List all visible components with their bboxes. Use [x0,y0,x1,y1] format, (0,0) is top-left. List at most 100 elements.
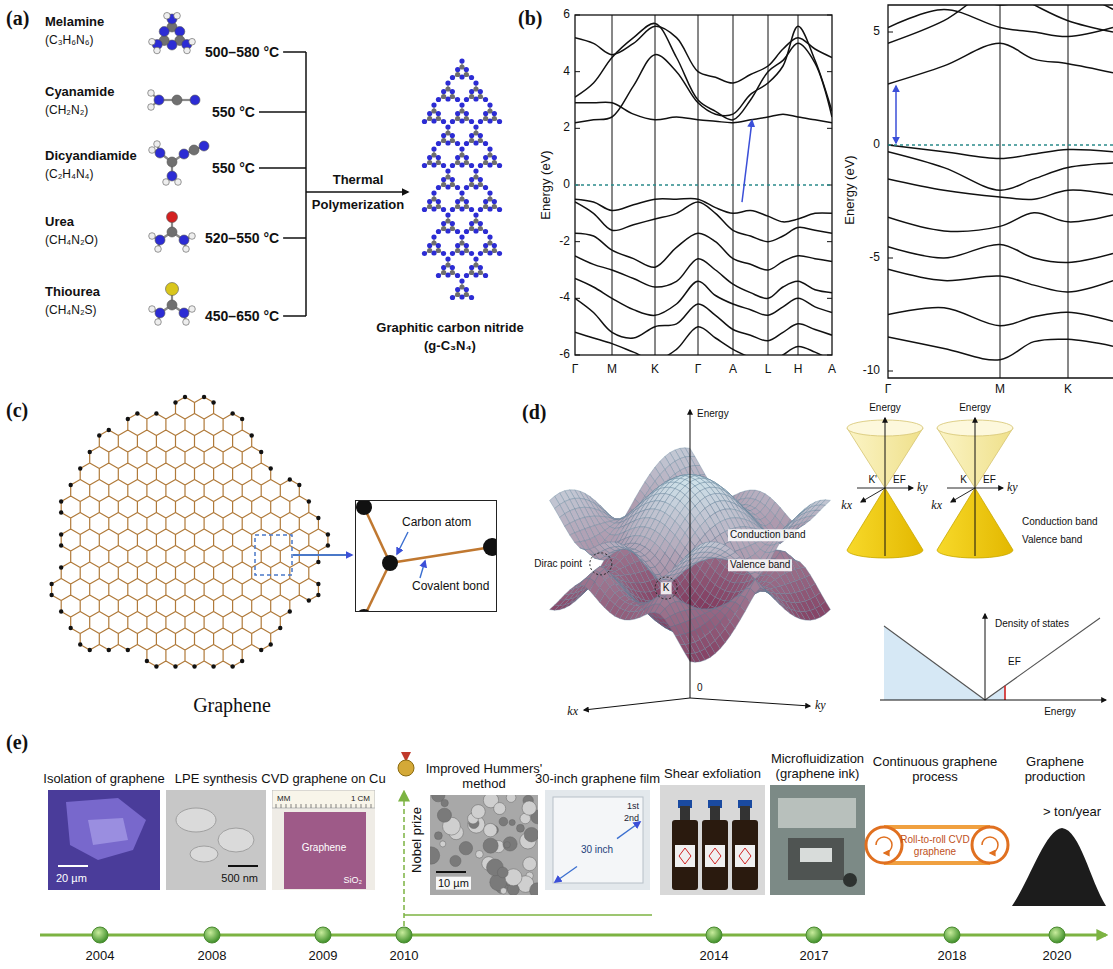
carbon-nitride-structure [464,155,469,160]
carbon-nitride-structure [436,243,441,248]
carbon-nitride-structure [445,80,450,85]
carbon-nitride-structure [492,199,497,204]
molecule [149,38,156,45]
carbon-nitride-structure [469,163,474,168]
carbon-nitride-structure [478,89,483,94]
carbon-nitride-structure [431,234,436,239]
band-structure-plots [895,86,897,143]
graphene-lattice [126,648,130,652]
carbon-nitride-structure [483,160,488,165]
carbon-nitride-structure [473,124,478,129]
graphene-lattice [107,428,111,432]
carbon-nitride-structure [422,58,502,300]
carbon-nitride-structure [431,196,436,201]
carbon-nitride-structure [450,177,455,182]
graphene-lattice [59,543,63,547]
carbon-nitride-structure [492,204,497,209]
dirac-band-surface [570,533,580,543]
molecule [155,246,162,253]
carbon-nitride-structure [483,204,488,209]
carbon-nitride-structure [469,226,474,231]
graphene-lattice [255,535,292,575]
graphene-lattice [211,400,215,404]
carbon-nitride-structure [427,199,432,204]
molecule [163,179,170,186]
band-curves [575,327,832,355]
dirac-band-surface [565,588,575,594]
carbon-nitride-structure [455,243,460,248]
graphene-lattice [59,510,63,514]
molecule [148,90,200,111]
molecule [167,212,178,223]
carbon-nitride-structure [469,138,474,143]
carbon-nitride-structure [455,97,460,102]
molecule [189,145,199,155]
carbon-nitride-structure [464,248,469,253]
carbon-nitride-structure [436,97,441,102]
carbon-nitride-structure [473,168,478,173]
carbon-nitride-structure [422,207,427,212]
carbon-nitride-structure [450,207,455,212]
graphene-lattice [259,648,263,652]
graphene-lattice [126,417,130,421]
carbon-nitride-structure [445,96,450,101]
carbon-nitride-structure [450,133,455,138]
band-curves [575,26,832,83]
carbon-nitride-structure [455,292,460,297]
carbon-nitride-structure [469,119,474,124]
carbon-nitride-structure [441,265,446,270]
graphene-lattice [230,411,234,415]
molecule [155,148,165,158]
carbon-nitride-structure [445,218,450,223]
carbon-nitride-structure [445,228,450,233]
molecule [175,27,185,37]
carbon-nitride-structure [436,199,441,204]
carbon-nitride-structure [473,86,478,91]
carbon-nitride-structure [487,250,492,255]
carbon-nitride-structure [464,199,469,204]
carbon-nitride-structure [427,248,432,253]
carbon-nitride-structure [441,163,446,168]
carbon-nitride-structure [455,287,460,292]
molecule [179,235,189,245]
carbon-nitride-structure [464,204,469,209]
graphene-lattice [97,433,101,437]
carbon-nitride-structure [487,118,492,123]
band-structure-plots [575,241,580,242]
molecule [149,12,196,53]
carbon-nitride-structure [478,207,483,212]
carbon-nitride-structure [478,133,483,138]
carbon-nitride-structure [459,240,464,245]
carbon-nitride-structure [441,270,446,275]
graphene-lattice [278,626,282,630]
carbon-nitride-structure [431,152,436,157]
carbon-nitride-structure [441,207,446,212]
carbon-nitride-structure [487,206,492,211]
carbon-nitride-structure [469,251,474,256]
carbon-nitride-structure [487,102,492,107]
carbon-nitride-structure [469,221,474,226]
carbon-nitride-structure [459,278,464,283]
carbon-nitride-structure [450,89,455,94]
carbon-nitride-structure [459,250,464,255]
graphene-lattice [307,598,311,602]
carbon-nitride-structure [441,182,446,187]
carbon-nitride-structure [445,272,450,277]
graphene-lattice [249,433,253,437]
carbon-nitride-structure [436,141,441,146]
carbon-nitride-structure [478,251,483,256]
band-structure-plots [888,32,893,33]
carbon-nitride-structure [459,146,464,151]
carbon-nitride-structure [431,102,436,107]
carbon-nitride-structure [431,108,436,113]
graphene-lattice [68,483,72,487]
carbon-nitride-structure [492,243,497,248]
dirac-band-surface [555,600,565,606]
carbon-nitride-structure [450,295,455,300]
carbon-nitride-structure [459,206,464,211]
carbon-nitride-structure [497,251,502,256]
band-curves [575,278,832,315]
carbon-nitride-structure [459,152,464,157]
